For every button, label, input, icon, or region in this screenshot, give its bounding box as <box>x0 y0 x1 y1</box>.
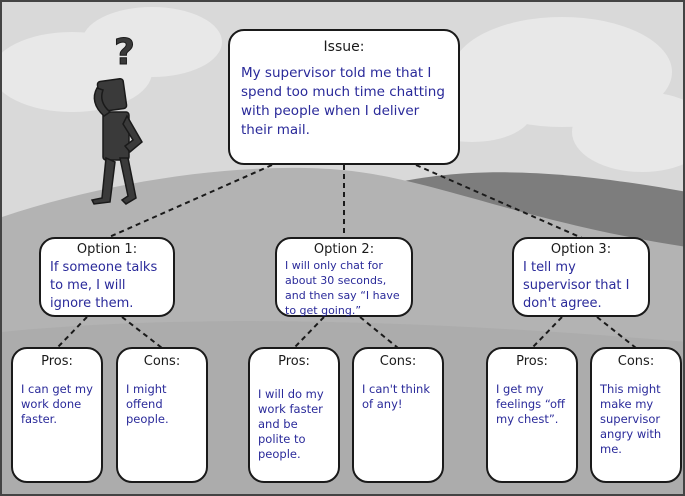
issue-text: My supervisor told me that I spend too m… <box>241 65 445 138</box>
option3-pros-title: Pros: <box>516 354 548 369</box>
option2-pros-box: Pros: I will do my work faster and be po… <box>248 347 340 483</box>
connector-issue-option3 <box>415 164 583 239</box>
option1-cons-text: I might offend people. <box>126 382 169 426</box>
option2-cons-text: I can't think of any! <box>362 382 430 411</box>
connector-option2-pros <box>293 316 325 349</box>
option1-pros-title: Pros: <box>41 354 73 369</box>
option2-pros-text: I will do my work faster and be polite t… <box>258 387 324 461</box>
thinking-person-icon <box>90 77 143 205</box>
option3-pros-text: I get my feelings “off my chest”. <box>496 382 565 426</box>
option2-title: Option 2: <box>313 242 375 257</box>
foreground-shade <box>2 321 683 494</box>
issue-title: Issue: <box>323 39 365 55</box>
option3-box: Option 3: I tell my supervisor that I do… <box>512 237 650 317</box>
connector-issue-option1 <box>106 164 273 239</box>
clouds <box>2 7 683 172</box>
connector-option2-cons <box>359 316 399 349</box>
option1-title: Option 1: <box>76 242 138 257</box>
option3-cons-box: Cons: This might make my supervisor angr… <box>590 347 682 483</box>
option2-box: Option 2: I will only chat for about 30 … <box>275 237 413 317</box>
option1-pros-box: Pros: I can get my work done faster. <box>11 347 103 483</box>
option3-text: I tell my supervisor that I don't agree. <box>523 260 630 311</box>
option2-text: I will only chat for about 30 seconds, a… <box>285 259 400 317</box>
issue-box: Issue: My supervisor told me that I spen… <box>228 29 460 165</box>
option1-cons-title: Cons: <box>143 354 181 369</box>
connector-option1-pros <box>56 316 88 349</box>
option3-pros-box: Pros: I get my feelings “off my chest”. <box>486 347 578 483</box>
option3-title: Option 3: <box>550 242 612 257</box>
connectors <box>56 164 637 349</box>
option3-cons-text: This might make my supervisor angry with… <box>600 382 662 456</box>
option3-cons-title: Cons: <box>617 354 655 369</box>
question-mark-icon: ? <box>114 32 135 73</box>
option1-text: If someone talks to me, I will ignore th… <box>50 260 158 311</box>
option1-box: Option 1: If someone talks to me, I will… <box>39 237 175 317</box>
option1-cons-box: Cons: I might offend people. <box>116 347 208 483</box>
option2-pros-title: Pros: <box>278 354 310 369</box>
connector-option3-pros <box>531 316 563 349</box>
option2-cons-box: Cons: I can't think of any! <box>352 347 444 483</box>
option1-pros-text: I can get my work done faster. <box>21 382 93 426</box>
option2-cons-title: Cons: <box>379 354 417 369</box>
